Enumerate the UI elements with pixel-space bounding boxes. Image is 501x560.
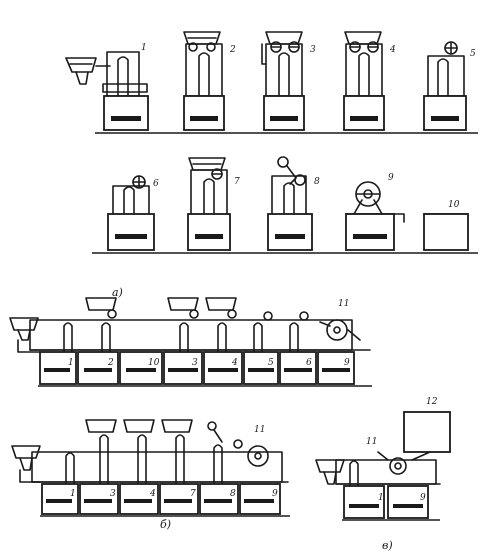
line-c: в) 12 11 1 9	[315, 397, 451, 552]
station-label: 3	[110, 489, 116, 499]
line-a: a) 11	[9, 286, 372, 387]
station-label: 9	[420, 493, 426, 503]
station-label: 2	[107, 358, 114, 368]
unit-label: 4	[389, 45, 396, 55]
station-label: 10	[148, 358, 160, 368]
station-label: 7	[190, 489, 196, 499]
unit-label: 1	[141, 43, 147, 53]
station-label: 1	[70, 489, 76, 499]
unit-label: 10	[448, 200, 460, 210]
callout: 11	[366, 437, 377, 447]
station-label: 1	[68, 358, 74, 368]
unit-label: 5	[470, 49, 476, 59]
unit-2-cutter: 2	[183, 31, 236, 131]
unit-label: 6	[153, 179, 159, 189]
station-label: 4	[149, 489, 156, 499]
station-label: 6	[306, 358, 312, 368]
unit-9-press: 9	[345, 173, 405, 251]
unit-label: 3	[310, 45, 316, 55]
callout: 11	[254, 425, 265, 435]
line-b: б) 11 1 3 4 7 8	[11, 419, 290, 531]
row-2: 6 7 8	[92, 156, 478, 254]
line-caption: в)	[382, 539, 393, 552]
unit-label: 2	[229, 45, 236, 55]
unit-1-feeder: 1	[65, 43, 149, 131]
station-label: 8	[230, 489, 236, 499]
unit-label: 7	[234, 177, 240, 187]
unit-3-twin: 3	[261, 31, 316, 131]
unit-8-folder: 8	[267, 156, 320, 251]
unit-label: 8	[314, 177, 320, 187]
unit-6-roller: 6	[107, 175, 159, 251]
station-label: 9	[272, 489, 278, 499]
station-label: 3	[192, 358, 198, 368]
station-label: 5	[268, 358, 274, 368]
station-label: 1	[378, 493, 384, 503]
callout: 11	[338, 299, 349, 309]
unit-7-cutter: 7	[187, 157, 240, 251]
station-label: 4	[231, 358, 238, 368]
station-label: 9	[344, 358, 350, 368]
unit-10-box: 10	[423, 200, 469, 251]
unit-label: 9	[388, 173, 394, 183]
top-callout: 12	[426, 397, 438, 407]
line-caption: a)	[112, 286, 123, 299]
unit-4-twin: 4	[343, 31, 396, 131]
row-1: 1 2 3	[65, 31, 478, 134]
line-caption: б)	[160, 518, 171, 531]
unit-5-roller: 5	[423, 41, 476, 131]
